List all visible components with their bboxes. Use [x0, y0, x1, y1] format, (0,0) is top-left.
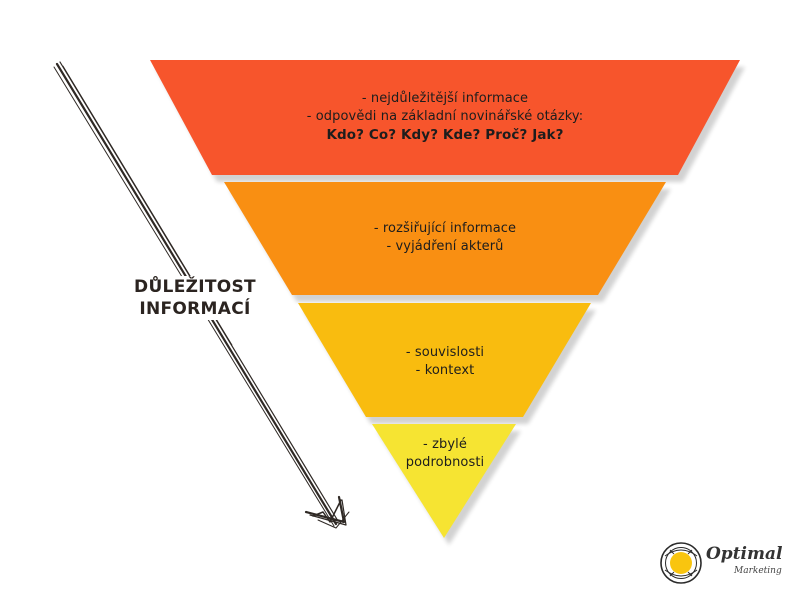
- logo-name: Optimal: [706, 544, 783, 564]
- axis-label-line-2: INFORMACÍ: [139, 299, 251, 319]
- company-logo: Optimal Marketing: [658, 540, 790, 590]
- pyramid-tier-1: [150, 60, 740, 175]
- tier-1-questions: Kdo? Co? Kdy? Kde? Proč? Jak?: [326, 127, 564, 143]
- tier-3-line-2: - kontext: [415, 363, 475, 378]
- tier-3-line-1: - souvislosti: [405, 345, 485, 360]
- tier-1-line-2: - odpovědi na základní novinářské otázky…: [306, 109, 584, 124]
- pyramid-tier-3: [298, 303, 591, 417]
- pyramid-tier-2: [224, 182, 666, 295]
- axis-label: DŮLEŽITOST INFORMACÍ: [120, 276, 270, 320]
- tier-2-line-2: - vyjádření akterů: [386, 239, 504, 254]
- tier-2-line-1: - rozšiřující informace: [373, 221, 517, 236]
- logo-subtitle: Marketing: [734, 566, 782, 576]
- sun-circle-logo-icon: [660, 542, 702, 584]
- tier-2-text: - rozšiřující informace - vyjádření akte…: [330, 220, 560, 256]
- tier-4-line-2: podrobnosti: [405, 455, 485, 470]
- pyramid-tier-4: [372, 424, 516, 538]
- tier-4-line-1: - zbylé: [423, 437, 467, 452]
- tier-1-line-1: - nejdůležitější informace: [361, 91, 529, 106]
- tier-4-text: - zbylé podrobnosti: [395, 436, 495, 472]
- axis-label-line-1: DŮLEŽITOST: [134, 277, 256, 297]
- tier-1-text: - nejdůležitější informace - odpovědi na…: [250, 90, 640, 144]
- tier-3-text: - souvislosti - kontext: [380, 344, 510, 380]
